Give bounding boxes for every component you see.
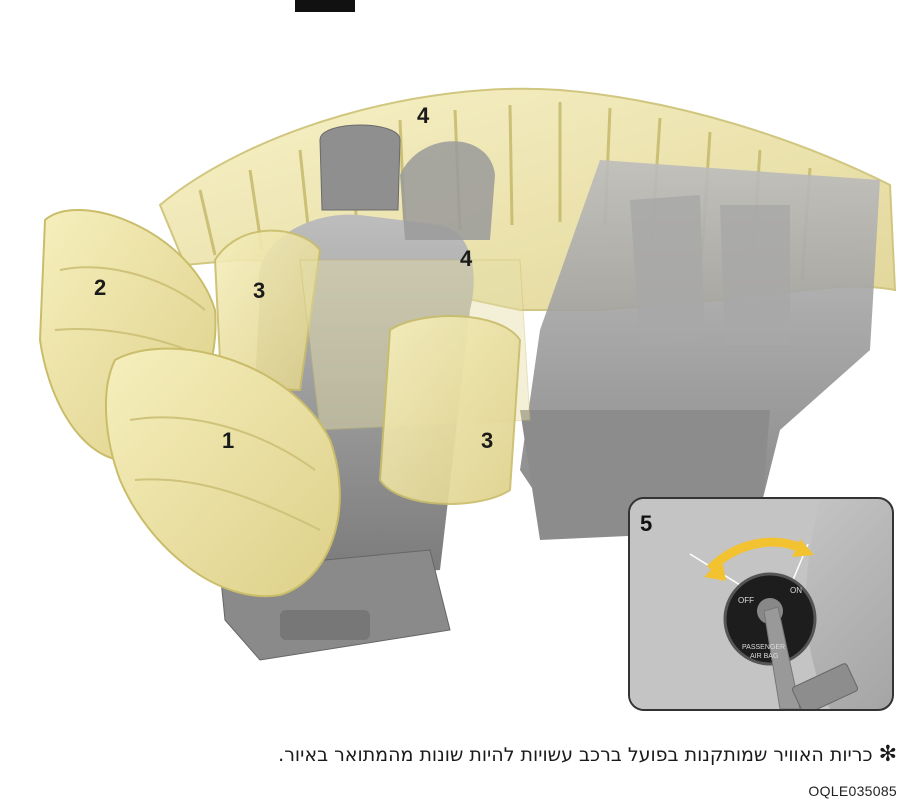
callout-3-passenger: 3	[481, 428, 493, 454]
figure-caption: ✻ כריות האוויר שמותקנות בפועל ברכב עשויות…	[17, 742, 897, 767]
callout-4-passenger: 4	[460, 246, 472, 272]
callout-4-curtain: 4	[417, 103, 429, 129]
switch-name-line2: AIR BAG	[750, 653, 778, 660]
callout-3-driver: 3	[253, 278, 265, 304]
callout-5: 5	[640, 511, 652, 537]
side-airbag-passenger	[380, 316, 520, 504]
caption-text: כריות האוויר שמותקנות בפועל ברכב עשויות …	[278, 744, 872, 766]
passenger-headrest	[400, 141, 495, 240]
switch-name-line1: PASSENGER	[742, 644, 785, 651]
switch-on-label: ON	[790, 586, 802, 595]
figure-code: OQLE035085	[808, 783, 897, 799]
asterisk-icon: ✻	[879, 742, 897, 767]
airbag-switch-inset: OFF ON PASSENGER AIR BAG 5	[628, 497, 894, 711]
callout-1: 1	[222, 428, 234, 454]
switch-off-label: OFF	[738, 596, 754, 605]
callout-2: 2	[94, 275, 106, 301]
